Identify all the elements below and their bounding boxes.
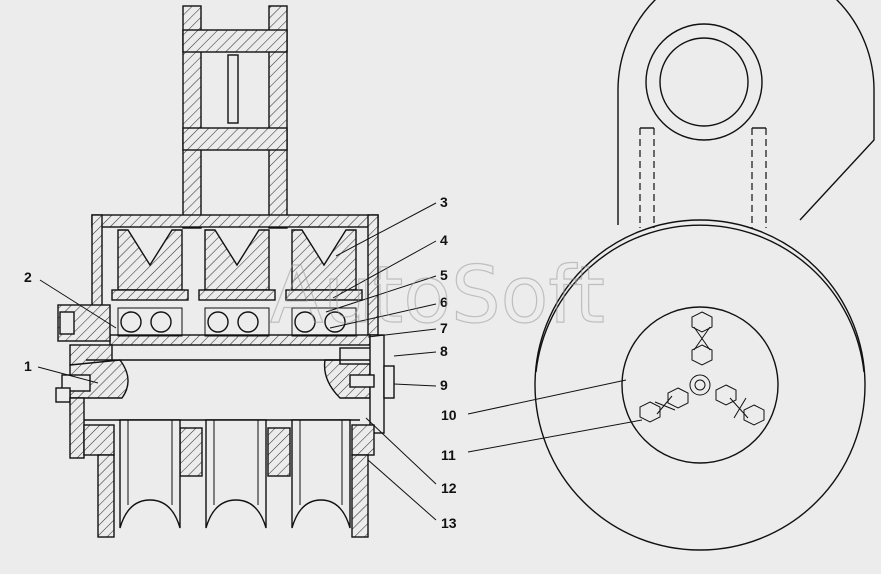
- section-view: [55, 5, 395, 538]
- callout-5: 5: [440, 267, 448, 283]
- callout-10: 10: [441, 407, 457, 423]
- side-fasteners: [55, 304, 395, 459]
- large-disc: [534, 219, 866, 551]
- upper-pulley-1: [111, 229, 189, 337]
- lower-pulleys: [83, 419, 375, 538]
- callout-9: 9: [440, 377, 448, 393]
- callout-3: 3: [440, 194, 448, 210]
- bolt-group-top: [691, 311, 713, 366]
- lower-pulley-2: [205, 419, 267, 529]
- callout-11: 11: [441, 447, 456, 463]
- bolt-group-left: [639, 387, 689, 423]
- callout-1: 1: [24, 358, 32, 374]
- callout-12: 12: [441, 480, 457, 496]
- side-view: [534, 0, 875, 551]
- upper-pulley-3: [285, 229, 363, 337]
- hanger-bracket: [182, 5, 288, 229]
- lower-pulley-1: [119, 419, 181, 529]
- callout-2: 2: [24, 269, 32, 285]
- callout-13: 13: [441, 515, 457, 531]
- top-eye-outer: [645, 23, 763, 141]
- callout-4: 4: [440, 232, 448, 248]
- hub-plate: [621, 306, 779, 464]
- upper-pulley-2: [198, 229, 276, 337]
- lower-pulley-3: [291, 419, 351, 529]
- bolt-group-right: [715, 384, 765, 426]
- upper-pulleys: [111, 229, 363, 337]
- callout-7: 7: [440, 320, 448, 336]
- watermark-text: AutoSoft: [270, 251, 605, 341]
- callout-6: 6: [440, 294, 448, 310]
- callout-8: 8: [440, 343, 448, 359]
- housing: [91, 214, 379, 346]
- top-eye-inner: [659, 37, 749, 127]
- leader-lines: [37, 202, 643, 521]
